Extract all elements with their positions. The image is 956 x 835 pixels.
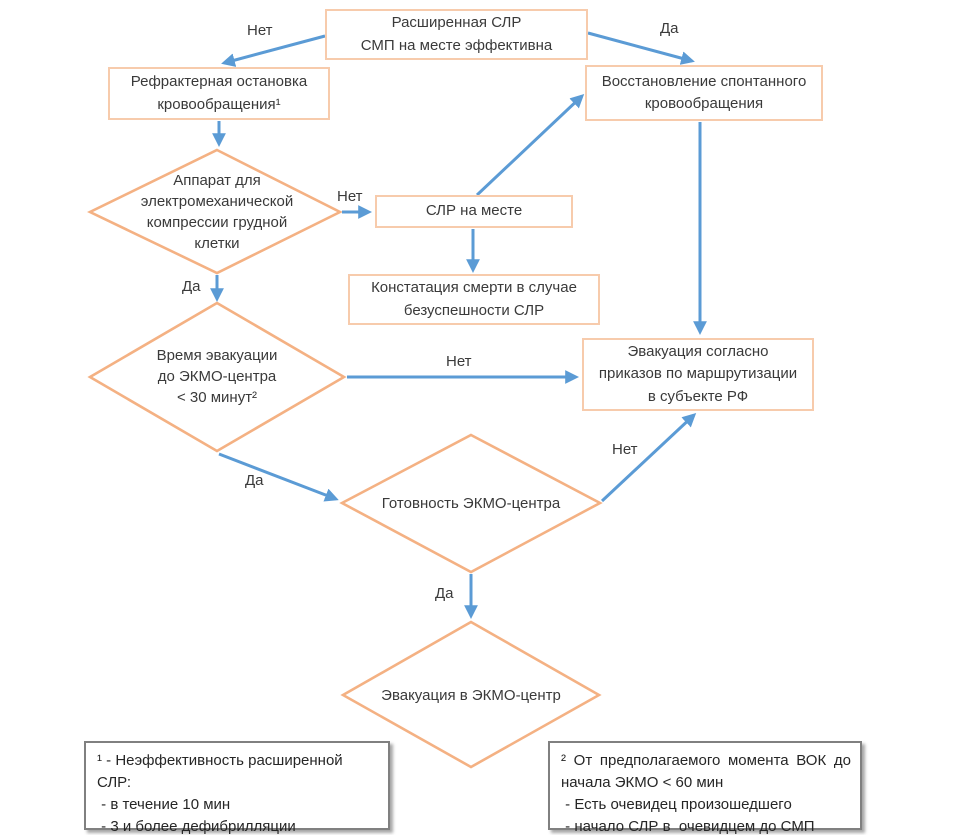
arrow-start-no bbox=[221, 34, 326, 67]
node-device-line: компрессии грудной bbox=[146, 214, 288, 231]
edge-label-evac-time-no: Нет bbox=[446, 353, 472, 370]
node-evac-orders-line: Эвакуация согласно bbox=[627, 342, 769, 360]
edge-label-start-no: Нет bbox=[247, 22, 273, 39]
node-refractory-line: Рефрактерная остановка bbox=[130, 73, 308, 90]
footnote-1-line: - в течение 10 мин bbox=[97, 796, 231, 814]
footnote-2: ² От предполагаемого момента ВОК до нача… bbox=[548, 741, 862, 835]
node-evac-time-line: до ЭКМО-центра bbox=[157, 367, 277, 385]
edge-label-device-yes: Да bbox=[182, 278, 201, 295]
node-device-line: клетки bbox=[194, 235, 240, 252]
diamond-readiness bbox=[339, 433, 603, 574]
node-cpr-onsite-line: СЛР на месте bbox=[425, 202, 523, 220]
footnote-2-line: начала ЭКМО < 60 мин bbox=[561, 774, 724, 792]
node-rosc-line: кровообращения bbox=[644, 95, 764, 112]
edge-label-readiness-yes: Да bbox=[435, 585, 454, 602]
footnote-2-line: - Есть очевидец произошедшего bbox=[561, 796, 792, 814]
node-rosc-line: Восстановление спонтанного bbox=[601, 72, 807, 90]
node-start: Расширенная СЛР СМП на месте эффективна bbox=[325, 9, 588, 60]
arrow-evac-time-yes bbox=[218, 452, 339, 502]
node-refractory-line: кровообращения¹ bbox=[157, 95, 281, 113]
node-readiness-line: Готовность ЭКМО-центра bbox=[381, 494, 561, 512]
arrow-cpr-rosc bbox=[475, 93, 585, 197]
node-device-line: Аппарат для bbox=[173, 172, 261, 189]
node-start-line: СМП на месте эффективна bbox=[360, 36, 553, 54]
footnote-2-line: - начало СЛР в очевидцем до СМП bbox=[561, 818, 815, 835]
node-death: Констатация смерти в случае безуспешност… bbox=[348, 274, 600, 325]
node-cpr-onsite: СЛР на месте bbox=[375, 195, 573, 228]
edge-label-evac-time-yes: Да bbox=[245, 472, 264, 489]
node-refractory: Рефрактерная остановка кровообращения¹ bbox=[108, 67, 330, 120]
diamond-device bbox=[87, 148, 343, 275]
edge-label-start-yes: Да bbox=[660, 20, 679, 37]
node-device-label: Аппарат для электромеханической компресс… bbox=[117, 168, 317, 256]
node-evac-time-line: < 30 минут² bbox=[176, 388, 258, 406]
diamond-evac-ecmo bbox=[340, 620, 602, 769]
node-evac-time-line: Время эвакуации bbox=[156, 346, 278, 364]
node-evac-ecmo-line: Эвакуация в ЭКМО-центр bbox=[381, 686, 561, 704]
node-evac-time-label: Время эвакуации до ЭКМО-центра < 30 мину… bbox=[117, 343, 317, 409]
arrow-start-yes bbox=[587, 31, 695, 65]
node-start-line: Расширенная СЛР bbox=[391, 14, 522, 31]
edge-label-device-no: Нет bbox=[337, 188, 363, 205]
node-death-line: безуспешности СЛР bbox=[403, 301, 545, 319]
node-evac-orders-line: в субъекте РФ bbox=[647, 387, 749, 405]
node-evac-ecmo-label: Эвакуация в ЭКМО-центр bbox=[351, 684, 591, 706]
node-readiness-label: Готовность ЭКМО-центра bbox=[351, 492, 591, 514]
node-death-line: Констатация смерти в случае bbox=[371, 279, 577, 296]
node-rosc: Восстановление спонтанного кровообращени… bbox=[585, 65, 823, 121]
footnote-1: ¹ - Неэффективность расширенной СЛР: - в… bbox=[84, 741, 390, 835]
arrow-readiness-no bbox=[600, 412, 697, 503]
node-evac-orders-line: приказов по маршрутизации bbox=[598, 365, 798, 383]
node-evac-orders: Эвакуация согласно приказов по маршрутиз… bbox=[582, 338, 814, 411]
diamond-evac-time bbox=[87, 301, 347, 453]
footnote-2-line: ² От предполагаемого момента ВОК до bbox=[561, 752, 851, 769]
node-device-line: электромеханической bbox=[140, 193, 294, 210]
edge-label-readiness-no: Нет bbox=[612, 441, 638, 458]
footnote-1-line: - 3 и более дефибрилляции bbox=[97, 818, 296, 835]
footnote-1-line: ¹ - Неэффективность расширенной СЛР: bbox=[97, 752, 347, 792]
